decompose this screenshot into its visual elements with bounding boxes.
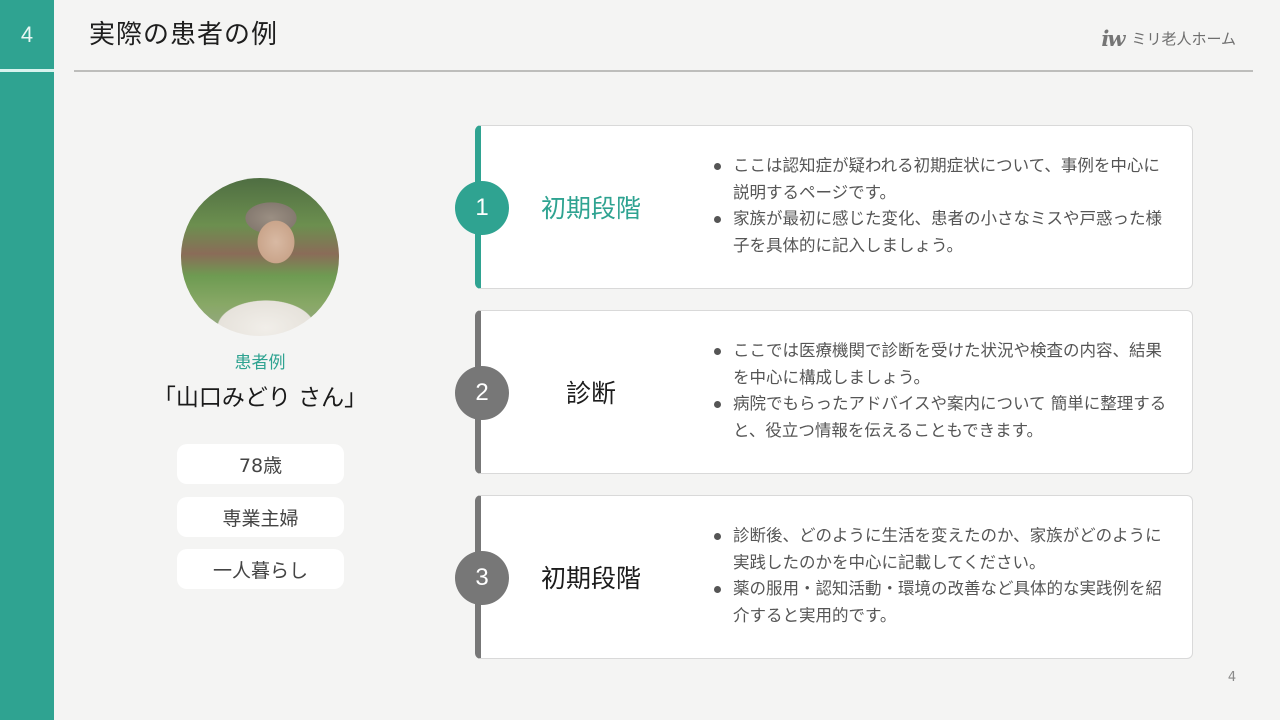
step-number-badge: 1 — [455, 181, 509, 235]
patient-label: 患者例 — [234, 353, 286, 373]
step-card-3: 3 初期段階 診断後、どのように生活を変えたのか、家族がどのように実践したのかを… — [455, 495, 1193, 659]
step-title: 診断 — [565, 379, 616, 408]
step-bullets: 診断後、どのように生活を変えたのか、家族がどのように実践したのかを中心に記載して… — [712, 523, 1172, 629]
step-number-badge: 2 — [455, 366, 509, 420]
patient-tag-age: 78歳 — [177, 444, 344, 484]
brand-logo: iw ミリ老人ホーム — [1101, 26, 1236, 51]
brand-name: ミリ老人ホーム — [1131, 30, 1236, 48]
page-title: 実際の患者の例 — [89, 20, 279, 50]
step-title: 初期段階 — [540, 564, 641, 593]
step-bullets: ここは認知症が疑われる初期症状について、事例を中心に説明するページです。 家族が… — [712, 153, 1172, 259]
bullet-item: 家族が最初に感じた変化、患者の小さなミスや戸惑った様子を具体的に記入しましょう。 — [712, 206, 1172, 259]
bullet-item: 薬の服用・認知活動・環境の改善など具体的な実践例を紹介すると実用的です。 — [712, 576, 1172, 629]
section-divider — [0, 69, 54, 72]
brand-logo-icon: iw — [1101, 26, 1125, 51]
bullet-item: 診断後、どのように生活を変えたのか、家族がどのように実践したのかを中心に記載して… — [712, 523, 1172, 576]
step-bullets: ここでは医療機関で診断を受けた状況や検査の内容、結果を中心に構成しましょう。 病… — [712, 338, 1172, 444]
step-card-2: 2 診断 ここでは医療機関で診断を受けた状況や検査の内容、結果を中心に構成しまし… — [455, 310, 1193, 474]
step-title: 初期段階 — [540, 194, 641, 223]
bullet-item: 病院でもらったアドバイスや案内について 簡単に整理すると、役立つ情報を伝えること… — [712, 391, 1172, 444]
step-card-1: 1 初期段階 ここは認知症が疑われる初期症状について、事例を中心に説明するページ… — [455, 125, 1193, 289]
patient-photo — [181, 178, 339, 336]
patient-tag-occupation: 専業主婦 — [177, 497, 344, 537]
section-sidebar: 4 — [0, 0, 54, 720]
section-number: 4 — [20, 22, 34, 47]
patient-name: 「山口みどり さん」 — [152, 385, 368, 411]
bullet-item: ここでは医療機関で診断を受けた状況や検査の内容、結果を中心に構成しましょう。 — [712, 338, 1172, 391]
step-number-badge: 3 — [455, 551, 509, 605]
header-divider — [74, 70, 1253, 72]
page-number: 4 — [1227, 670, 1237, 685]
bullet-item: ここは認知症が疑われる初期症状について、事例を中心に説明するページです。 — [712, 153, 1172, 206]
patient-tag-living: 一人暮らし — [177, 549, 344, 589]
